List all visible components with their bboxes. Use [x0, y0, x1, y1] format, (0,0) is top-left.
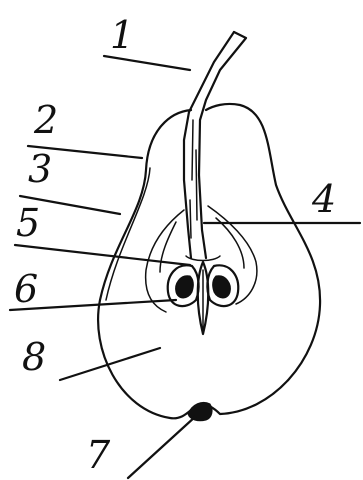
label-2: 2 [33, 98, 58, 142]
label-6: 6 [14, 267, 38, 311]
label-4: 4 [311, 177, 336, 221]
label-3: 3 [28, 147, 52, 191]
calyx [188, 402, 212, 420]
label-5: 5 [16, 201, 40, 245]
stalk [184, 32, 246, 258]
seeds [168, 256, 239, 334]
label-8: 8 [22, 335, 46, 379]
pear-outline [98, 104, 320, 418]
label-7: 7 [86, 433, 111, 477]
labels: 1 2 3 4 5 6 7 8 [14, 13, 336, 477]
label-1: 1 [110, 13, 134, 57]
